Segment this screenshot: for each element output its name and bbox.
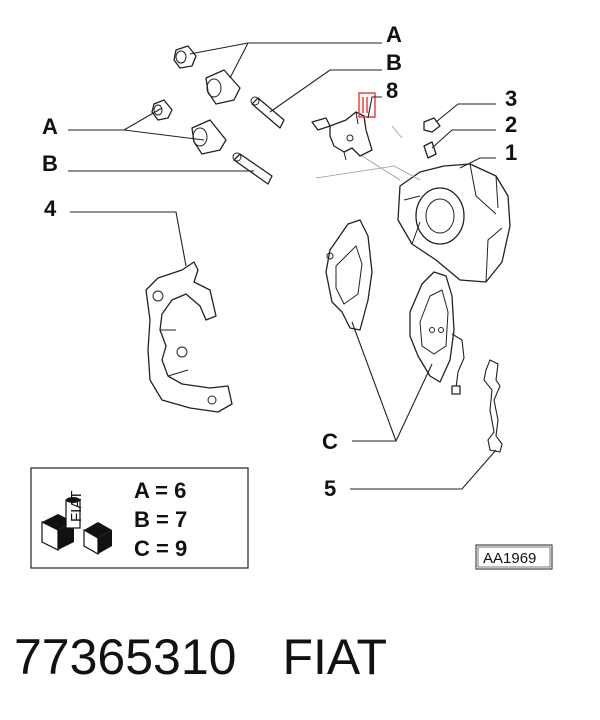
- legend-row-b: B = 7: [134, 507, 187, 532]
- guide-pin-left: [232, 152, 273, 185]
- callout-1: 1: [505, 140, 517, 165]
- callout-a-top: A: [386, 22, 402, 47]
- legend-box: FIAT A = 6 B = 7 C = 9: [30, 467, 249, 569]
- callout-c: C: [322, 429, 338, 454]
- legend-row-c: C = 9: [134, 536, 187, 561]
- bleeder-screw: [423, 141, 437, 159]
- reference-code: AA1969: [483, 550, 536, 567]
- callout-b-top: B: [386, 50, 402, 75]
- callout-5: 5: [324, 476, 336, 501]
- exploded-parts-diagram: A B 8 A B 3 2 1 4 C 5 FIAT A = 6 B = 7 C…: [30, 22, 553, 570]
- callout-2: 2: [505, 112, 517, 137]
- callout-b-left: B: [42, 151, 58, 176]
- brake-pad-right: [409, 271, 455, 383]
- parts-box-icon: FIAT: [41, 491, 112, 556]
- wear-sensor-wire: [451, 333, 465, 395]
- highlight-box: [358, 92, 376, 118]
- legend-row-a: A = 6: [134, 478, 186, 503]
- guide-pin-top: [250, 96, 285, 129]
- guide-lines: [315, 125, 421, 181]
- legend-box-label: FIAT: [68, 491, 85, 522]
- caliper-body: [397, 163, 511, 283]
- callout-4: 4: [44, 196, 57, 221]
- callout-8: 8: [386, 78, 398, 103]
- bushing-top-large: [205, 69, 241, 105]
- callout-3: 3: [505, 86, 517, 111]
- brand-name: FIAT: [282, 629, 388, 685]
- part-number: 77365310: [14, 629, 237, 685]
- bushing-left-small: [151, 99, 173, 121]
- callout-a-left: A: [42, 114, 58, 139]
- bushing-top-small: [173, 45, 197, 69]
- spring-clip: [483, 359, 503, 453]
- leader-lines: [68, 42, 497, 490]
- brake-pad-left: [325, 219, 373, 331]
- reference-code-box: AA1969: [475, 544, 553, 570]
- caliper-carrier: [145, 261, 233, 413]
- sensor-bracket: [311, 111, 373, 161]
- bushing-left-large: [191, 119, 227, 155]
- footer: 77365310 FIAT: [14, 628, 586, 698]
